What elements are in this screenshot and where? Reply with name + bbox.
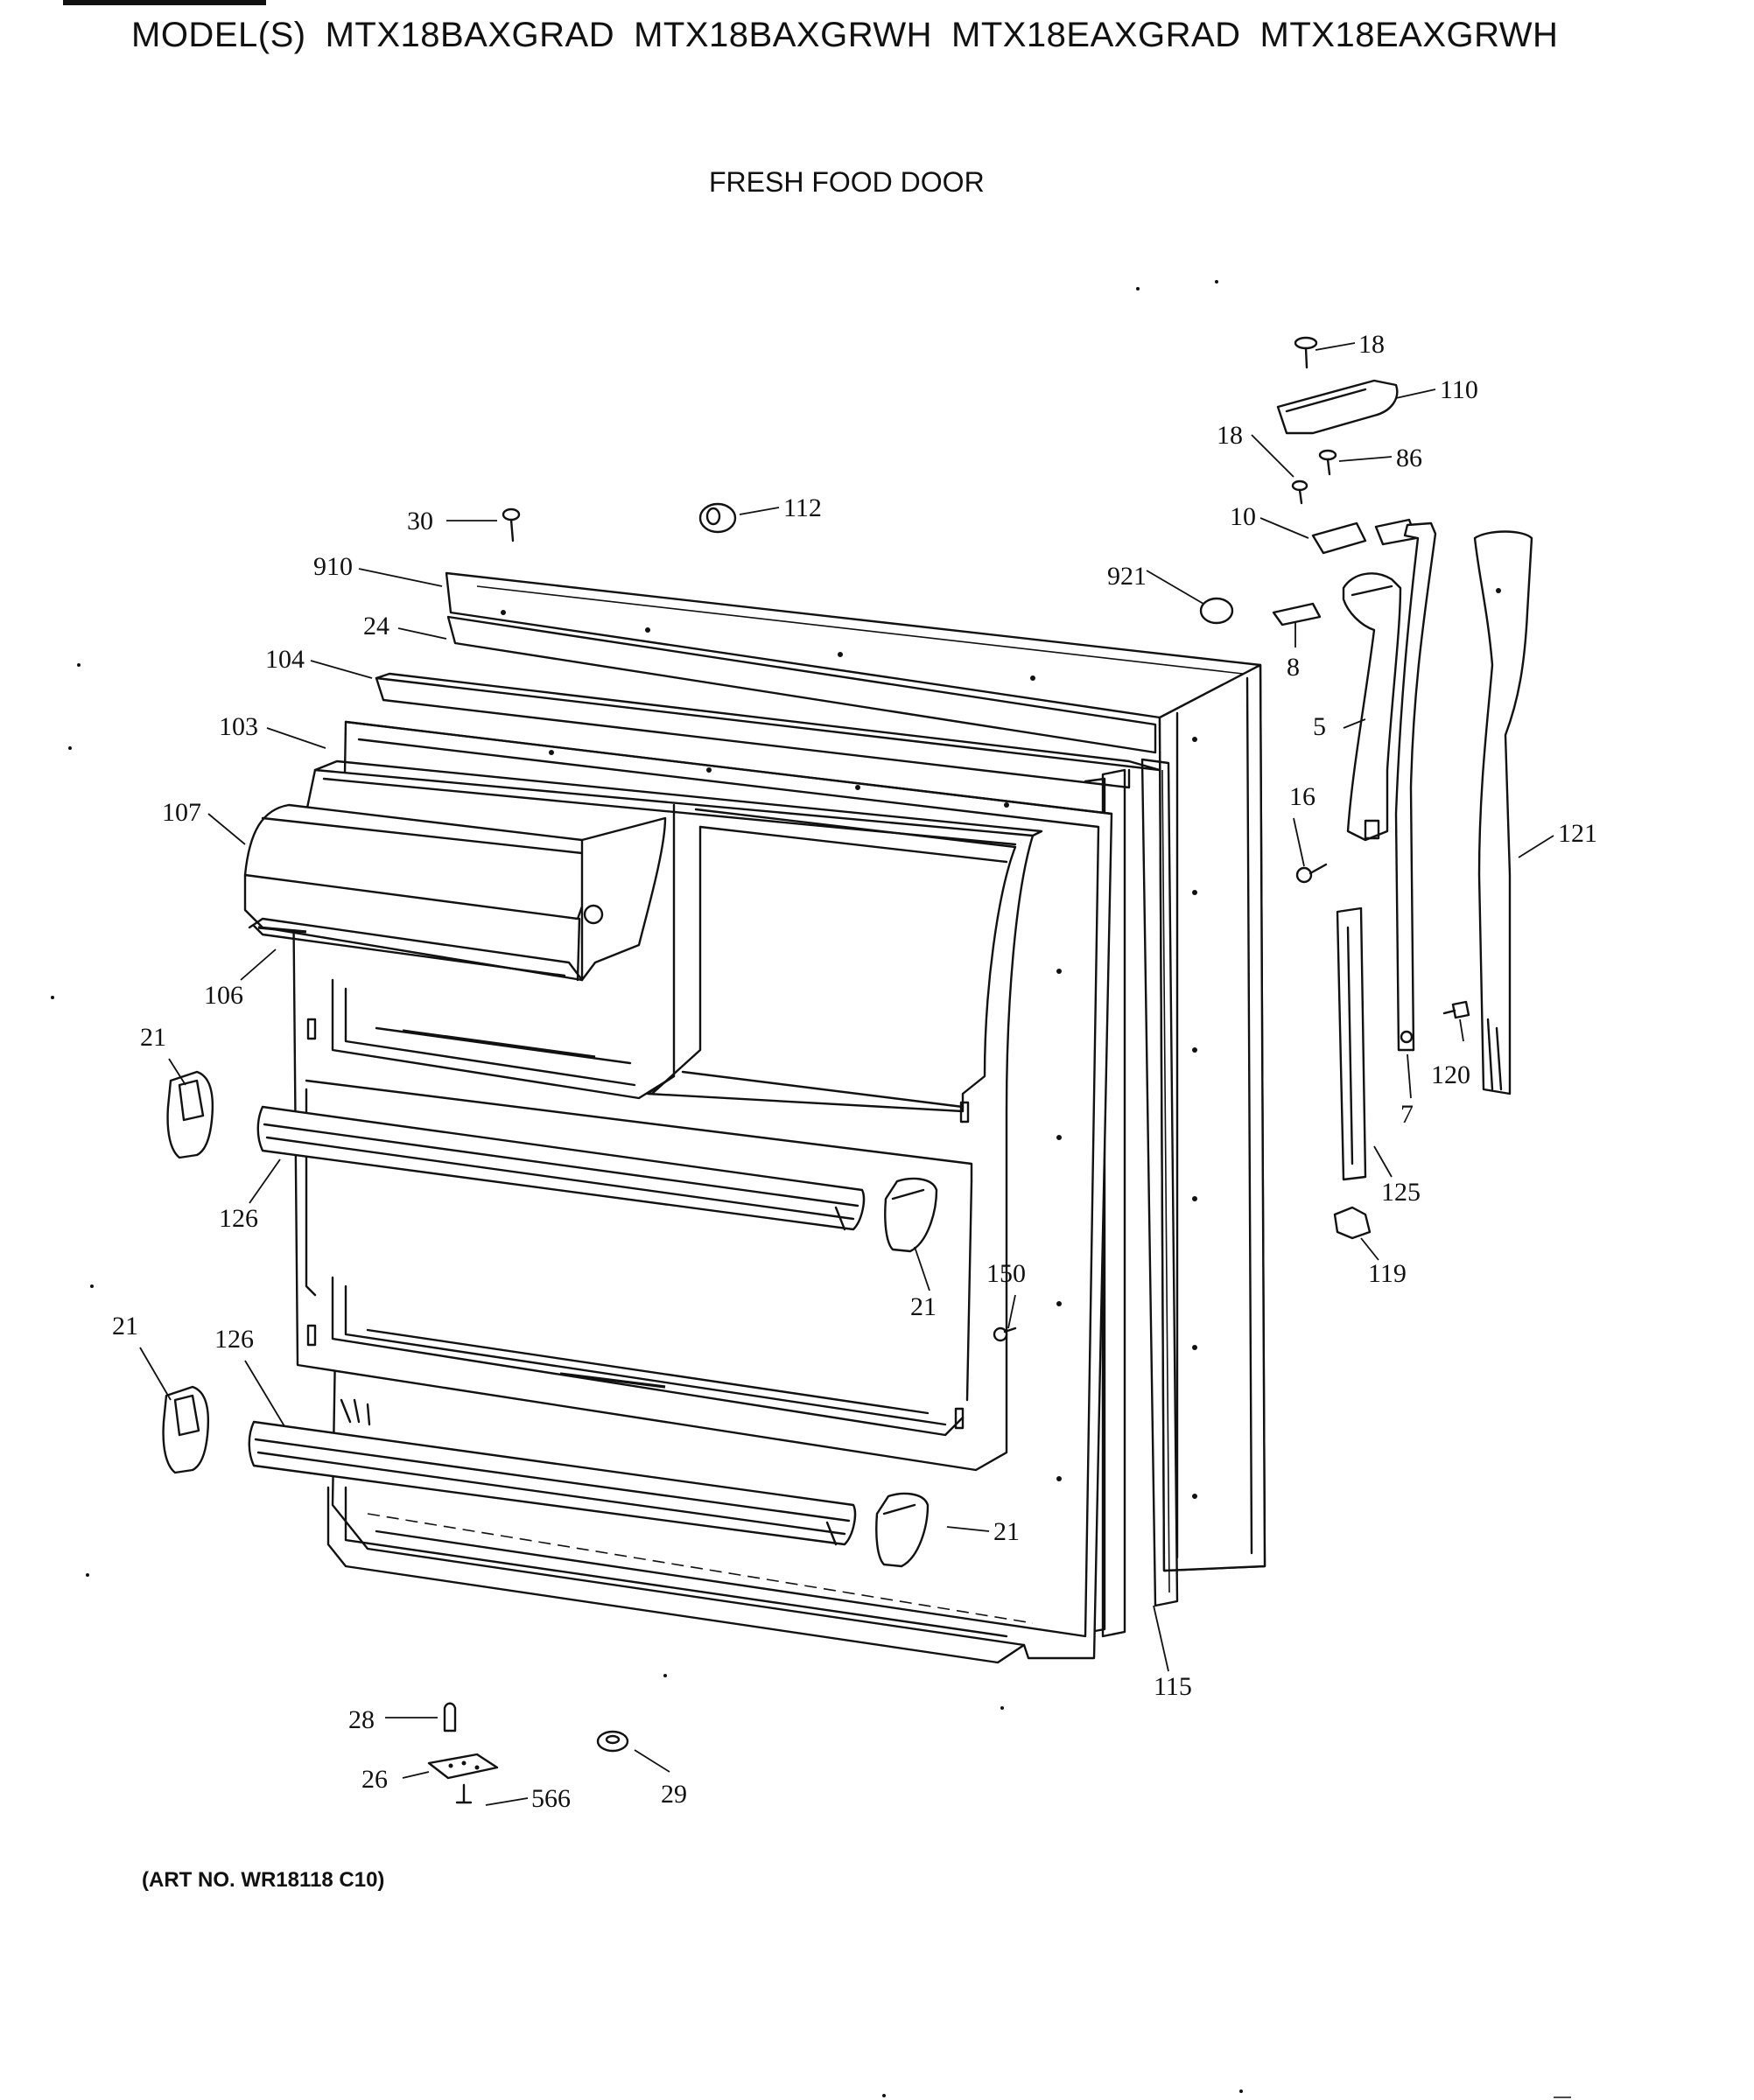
hinge-7 [1394,522,1437,1052]
callout-label: 8 [1287,653,1300,682]
callout-label: 30 [407,507,433,536]
shelf-end-cap [162,1385,209,1474]
leader-lines [139,342,1554,1806]
header-rule [63,0,266,5]
callout-label: 106 [204,981,243,1010]
callout-label: 21 [140,1023,166,1052]
model-header: MODEL(S) MTX18BAXGRAD MTX18BAXGRWH MTX18EAX… [131,16,1577,55]
screw-18-top [1294,336,1318,369]
callout-label: 110 [1440,375,1478,404]
callout-labels: 18 110 18 86 30 112 10 910 921 24 8 104 … [112,330,1597,1813]
door-shelf-bar [256,1105,866,1231]
plug-112 [698,502,737,534]
screw-16 [1295,863,1328,884]
screw-150 [993,1326,1017,1342]
door-gasket [446,615,1179,1607]
model-number: MTX18BAXGRWH [634,16,932,54]
support-125 [1336,906,1367,1181]
screw-30 [502,508,521,542]
callout-label: 5 [1313,712,1326,741]
hinge-cap-110 [1276,379,1399,435]
callout-label: 126 [214,1325,254,1354]
screw-120 [1442,1000,1470,1019]
callout-label: 21 [112,1312,138,1340]
callout-label: 126 [219,1204,258,1233]
callout-label: 910 [313,552,353,581]
dairy-compartment [243,803,667,982]
callout-label: 26 [361,1765,388,1794]
shelf-end-cap [166,1070,214,1159]
callout-label: 28 [348,1705,375,1734]
callout-label: 18 [1358,330,1385,359]
callout-label: 16 [1289,782,1316,811]
screw-566 [455,1783,473,1804]
bushing-29 [596,1730,629,1753]
clip-8 [1272,602,1322,626]
pin-28 [443,1702,457,1732]
art-number: (ART NO. WR18118 C10) [142,1868,385,1892]
shelf-end-cap [875,1492,930,1568]
model-number: MTX18EAXGRAD [951,16,1241,54]
callout-label: 104 [265,645,305,674]
door-outer-panel [445,571,1266,1572]
callout-label: 112 [783,494,822,522]
callout-label: 18 [1217,421,1243,450]
shelf-end-cap [884,1177,938,1253]
callout-label: 115 [1154,1672,1192,1701]
callout-label: 21 [993,1517,1020,1546]
callout-label: 150 [986,1259,1026,1288]
callout-label: 21 [910,1292,937,1321]
callout-label: 29 [661,1780,687,1809]
callout-label: 120 [1431,1060,1470,1089]
shim-10 [1311,518,1418,555]
callout-label: 121 [1558,819,1597,848]
section-title: FRESH FOOD DOOR [709,166,985,198]
model-number: MTX18EAXGRWH [1259,16,1559,54]
door-stop-921 [1199,597,1234,625]
hinge-arm-5 [1342,572,1402,842]
callout-label: 24 [363,612,389,640]
callout-label: 125 [1381,1178,1421,1207]
door-shelf-bar [248,1420,857,1546]
bracket-26 [427,1753,499,1780]
cam-119 [1333,1206,1372,1240]
callout-label: 7 [1400,1100,1414,1129]
callout-label: 103 [219,712,258,741]
screw-86 [1318,449,1337,476]
screw-18-second [1291,480,1308,505]
callout-label: 86 [1396,444,1422,472]
model-number: MTX18BAXGRAD [325,16,615,54]
callout-label: 107 [162,798,201,827]
callout-label: 921 [1107,562,1147,591]
scan-specks [51,280,1571,2098]
callout-label: 119 [1368,1259,1407,1288]
handle-121 [1473,530,1533,1096]
callout-label: 566 [531,1784,571,1813]
callout-label: 10 [1230,502,1256,531]
model-prefix: MODEL(S) [131,16,306,54]
